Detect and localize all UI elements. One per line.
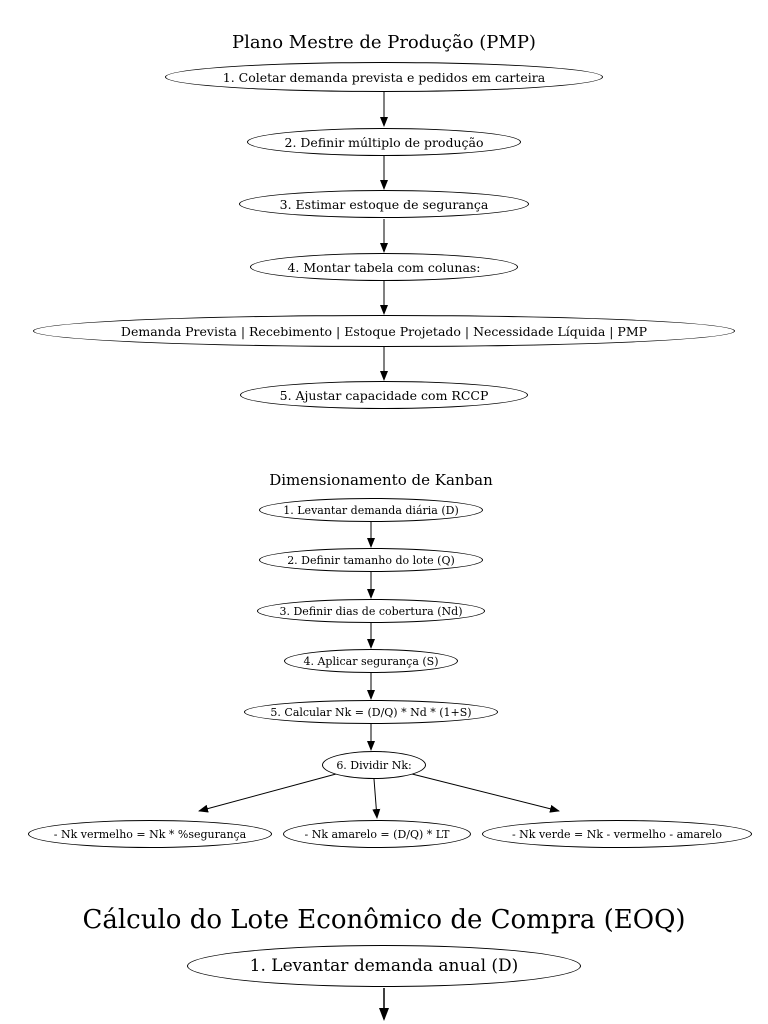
pmp-step-3: 3. Estimar estoque de segurança xyxy=(239,190,529,218)
kanban-title: Dimensionamento de Kanban xyxy=(269,471,493,489)
pmp-step-2: 2. Definir múltiplo de produção xyxy=(247,128,521,156)
eoq-step-1: 1. Levantar demanda anual (D) xyxy=(187,945,581,987)
kanban-step-1: 1. Levantar demanda diária (D) xyxy=(259,498,483,522)
flow-edge-branch-right xyxy=(411,773,560,813)
kanban-branch-green: - Nk verde = Nk - vermelho - amarelo xyxy=(482,820,752,848)
kanban-branch-red: - Nk vermelho = Nk * %segurança xyxy=(28,820,272,848)
kanban-step-6: 6. Dividir Nk: xyxy=(322,751,426,779)
pmp-title: Plano Mestre de Produção (PMP) xyxy=(232,32,536,53)
pmp-step-5: 5. Ajustar capacidade com RCCP xyxy=(240,381,528,409)
kanban-branch-yellow: - Nk amarelo = (D/Q) * LT xyxy=(283,820,471,848)
kanban-step-3: 3. Definir dias de cobertura (Nd) xyxy=(257,599,485,623)
pmp-step-1: 1. Coletar demanda prevista e pedidos em… xyxy=(165,62,603,92)
kanban-step-4: 4. Aplicar segurança (S) xyxy=(284,649,458,673)
pmp-step-4: 4. Montar tabela com colunas: xyxy=(250,253,518,281)
flow-edge-branch-left xyxy=(198,773,337,813)
kanban-step-2: 2. Definir tamanho do lote (Q) xyxy=(259,548,483,572)
kanban-step-5: 5. Calcular Nk = (D/Q) * Nd * (1+S) xyxy=(244,700,498,724)
flow-edge-branch-middle xyxy=(372,778,381,819)
pmp-columns-node: Demanda Prevista | Recebimento | Estoque… xyxy=(33,315,735,347)
eoq-title: Cálculo do Lote Econômico de Compra (EOQ… xyxy=(82,905,686,935)
